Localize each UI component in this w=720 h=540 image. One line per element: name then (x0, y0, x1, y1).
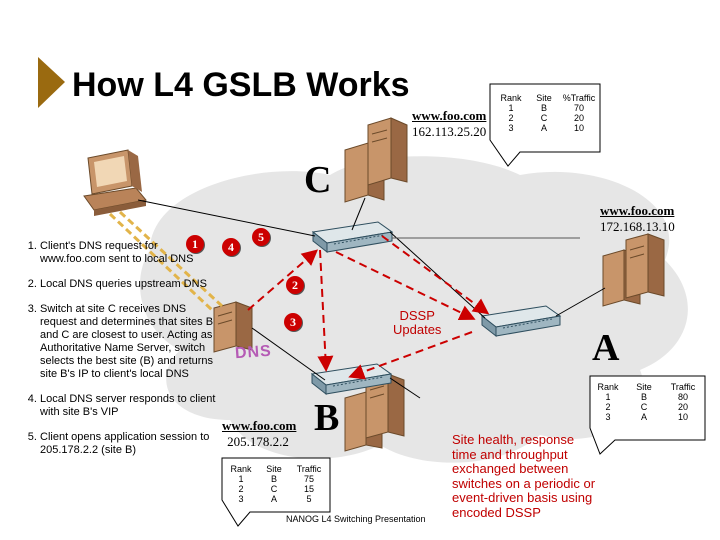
table-a-cell: C (640, 402, 648, 412)
step-2: Local DNS queries upstream DNS (40, 278, 220, 291)
table-a-header: Site (636, 382, 652, 392)
table-c-header: Rank (500, 93, 522, 103)
table-c-cell: 10 (573, 123, 584, 133)
table-c-cell: A (540, 123, 547, 133)
site-b-letter: B (314, 397, 340, 439)
step-badge-5: 5 (252, 228, 270, 246)
table-a-header: Traffic (670, 382, 696, 392)
site-health-note: Site health, response time and throughpu… (452, 432, 596, 520)
site-a-address: www.foo.com 172.168.13.10 (600, 203, 675, 235)
table-a-cell: B (640, 392, 647, 402)
table-c-cell: C (540, 113, 548, 123)
step-1: Client's DNS request for www.foo.com sen… (40, 240, 220, 266)
steps-list: Client's DNS request for www.foo.com sen… (20, 240, 220, 469)
table-b-cell: A (270, 494, 277, 504)
table-b-cell: 2 (238, 484, 244, 494)
step-4: Local DNS server responds to client with… (40, 393, 220, 419)
table-a-cell: 2 (605, 402, 611, 412)
table-b-header: Site (266, 464, 282, 474)
table-c-cell: 1 (508, 103, 514, 113)
table-c-header: %Traffic (562, 93, 596, 103)
table-c: Rank Site %Traffic 1 B 70 2 C 20 3 A 10 (494, 93, 598, 133)
table-c-cell: B (540, 103, 547, 113)
site-c-ip: 162.113.25.20 (412, 124, 487, 139)
table-b-cell: 3 (238, 494, 244, 504)
step-badge-4: 4 (222, 238, 240, 256)
step-badge-1: 1 (186, 235, 204, 253)
table-b-cell: 5 (306, 494, 312, 504)
network-links (137, 197, 606, 399)
table-a: Rank Site Traffic 1 B 80 2 C 20 3 A 10 (592, 382, 702, 422)
network-cloud (140, 156, 688, 463)
table-a-cell: 10 (677, 412, 688, 422)
table-a-header: Rank (597, 382, 619, 392)
table-b-header: Rank (230, 464, 252, 474)
table-b-frame (221, 457, 331, 527)
table-c-cell: 3 (508, 123, 514, 133)
site-b-servers-icon (344, 373, 405, 452)
site-b-url[interactable]: www.foo.com (222, 418, 297, 433)
site-c-servers-icon (344, 117, 408, 203)
local-dns-server-icon (213, 301, 253, 353)
site-a-url[interactable]: www.foo.com (600, 203, 675, 218)
table-c-cell: 2 (508, 113, 514, 123)
table-a-cell: 3 (605, 412, 611, 422)
site-c-address: www.foo.com 162.113.25.20 (412, 108, 486, 140)
footer-text: NANOG L4 Switching Presentation (286, 514, 426, 524)
step-5: Client opens application session to 205.… (40, 431, 220, 457)
site-b-address: www.foo.com 205.178.2.2 (222, 418, 297, 450)
table-c-frame (489, 83, 601, 167)
switch-a-icon (480, 305, 562, 338)
dns-label: DNS (234, 342, 273, 363)
site-a-ip: 172.168.13.10 (600, 219, 675, 234)
table-b-cell: 75 (303, 474, 314, 484)
step-badge-3: 3 (284, 313, 302, 331)
table-b-cell: B (270, 474, 277, 484)
table-b-cell: 1 (238, 474, 244, 484)
dssp-arrows (247, 235, 490, 380)
site-a-servers-icon (602, 233, 665, 307)
table-c-cell: 20 (573, 113, 584, 123)
step-3: Switch at site C receives DNS request an… (40, 303, 220, 381)
site-b-ip: 205.178.2.2 (227, 434, 289, 449)
title-bullet-icon (38, 57, 65, 108)
table-a-cell: 80 (677, 392, 688, 402)
table-b-cell: 15 (303, 484, 314, 494)
table-a-frame (589, 375, 706, 455)
table-a-cell: A (640, 412, 647, 422)
client-dns-paths (108, 210, 224, 312)
table-b: Rank Site Traffic 1 B 75 2 C 15 3 A 5 (224, 464, 328, 504)
table-c-header: Site (536, 93, 552, 103)
step-badge-2: 2 (286, 276, 304, 294)
site-a-letter: A (592, 327, 620, 369)
switch-c-icon (311, 221, 394, 254)
site-c-url[interactable]: www.foo.com (412, 108, 487, 123)
table-b-header: Traffic (296, 464, 322, 474)
site-c-letter: C (304, 159, 332, 201)
table-c-cell: 70 (573, 103, 584, 113)
dssp-updates-label: DSSP Updates (393, 308, 442, 337)
table-a-cell: 20 (677, 402, 688, 412)
table-b-cell: C (270, 484, 278, 494)
client-computer-icon (83, 149, 147, 216)
page-title: How L4 GSLB Works (72, 66, 410, 104)
table-a-cell: 1 (605, 392, 611, 402)
